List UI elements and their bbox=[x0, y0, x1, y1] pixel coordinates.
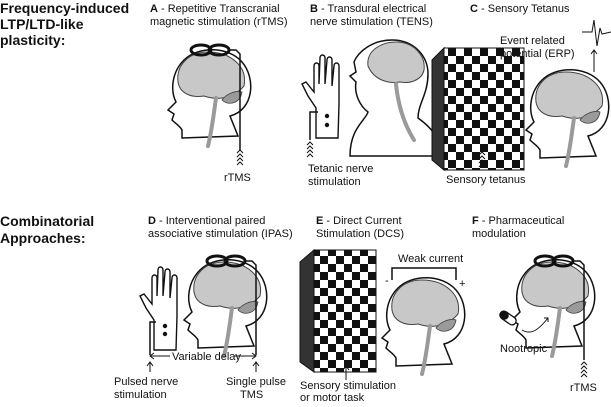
panel-letter: A bbox=[150, 3, 158, 15]
label-line: stimulation bbox=[114, 389, 167, 401]
panel-title-line: - Repetitive Transcranial bbox=[158, 3, 280, 15]
panel-title-line: - Direct Current bbox=[323, 215, 401, 227]
panel-title-line: - Pharmaceutical bbox=[479, 215, 565, 227]
delay-label: Variable delay bbox=[172, 351, 241, 363]
section-title-line: Combinatorial bbox=[0, 213, 94, 229]
head-icon bbox=[524, 67, 611, 168]
pulse-arrows-icon bbox=[236, 149, 244, 166]
head-icon bbox=[182, 257, 269, 358]
erp-label: Event related potential (ERP) bbox=[500, 35, 575, 60]
panel-d: D - Interventional paired associative st… bbox=[114, 215, 293, 401]
coil-cable bbox=[244, 260, 257, 355]
nootropic-label: Nootropic bbox=[500, 343, 548, 355]
panel-title-line: modulation bbox=[472, 228, 526, 240]
panel-b: B - Transdural electrical nerve stimulat… bbox=[301, 3, 443, 188]
electrode-dot bbox=[162, 323, 168, 329]
panel-f: F - Pharmaceutical modulation rTMS Nootr… bbox=[472, 215, 597, 394]
section-title-line: Frequency-induced bbox=[0, 0, 129, 16]
electrode-dot bbox=[162, 331, 168, 337]
brainstem-icon bbox=[394, 82, 416, 142]
panel-a: A - Repetitive Transcranial magnetic sti… bbox=[150, 3, 288, 184]
electrode-wire bbox=[309, 111, 318, 140]
label-line: stimulation bbox=[308, 176, 361, 188]
panel-title-line: nerve stimulation (TENS) bbox=[310, 16, 433, 28]
pulse-arrow bbox=[146, 361, 154, 372]
erp-arrow bbox=[590, 49, 598, 72]
panel-e-title: E - Direct Current Stimulation (DCS) bbox=[316, 215, 405, 240]
section-title-line: Approaches: bbox=[0, 230, 86, 246]
rtms-label: rTMS bbox=[570, 382, 597, 394]
pulse-arrows-icon bbox=[580, 361, 588, 378]
tms-coil-icon bbox=[189, 43, 231, 57]
label-line: Pulsed nerve bbox=[114, 376, 178, 388]
panel-letter: B bbox=[310, 3, 318, 15]
label-line: Single pulse bbox=[226, 376, 286, 388]
delay-arrow bbox=[149, 352, 257, 360]
panel-d-title: D - Interventional paired associative st… bbox=[148, 215, 293, 240]
pill-icon bbox=[499, 310, 517, 326]
weak-current-label: Weak current bbox=[398, 253, 463, 265]
panel-title-line: Stimulation (DCS) bbox=[316, 228, 404, 240]
checkerboard-icon bbox=[443, 47, 525, 171]
electrode-dot bbox=[324, 113, 330, 119]
hand-icon bbox=[301, 54, 340, 139]
erp-waveform bbox=[582, 19, 611, 47]
pulsed-label: Pulsed nerve stimulation bbox=[114, 376, 181, 401]
panel-letter: C bbox=[470, 3, 478, 15]
task-label: Sensory stimulation or motor task bbox=[300, 380, 399, 402]
label-line: potential (ERP) bbox=[500, 48, 575, 60]
panel-letter: E bbox=[316, 215, 323, 227]
coil-cable bbox=[228, 49, 241, 150]
sensory-tetanus-label: Sensory tetanus bbox=[446, 174, 526, 186]
electrode-wire bbox=[149, 321, 156, 355]
nootropic-arrow bbox=[521, 317, 549, 333]
panel-title-line: - Interventional paired bbox=[156, 215, 265, 227]
current-wire bbox=[391, 267, 457, 280]
hand-icon bbox=[139, 266, 178, 351]
panel-e: E - Direct Current Stimulation (DCS) Sen… bbox=[299, 215, 467, 404]
panel-b-title: B - Transdural electrical nerve stimulat… bbox=[310, 3, 433, 28]
panel-a-title: A - Repetitive Transcranial magnetic sti… bbox=[150, 3, 288, 28]
head-icon bbox=[166, 47, 253, 149]
head-icon bbox=[510, 257, 597, 358]
task-arrow bbox=[342, 365, 350, 380]
anode-sign: + bbox=[459, 278, 465, 290]
panel-title-line: associative stimulation (IPAS) bbox=[148, 228, 293, 240]
panel-letter: D bbox=[148, 215, 156, 227]
label-line: Sensory stimulation bbox=[300, 380, 396, 392]
screen-side bbox=[431, 46, 445, 172]
panel-f-title: F - Pharmaceutical modulation bbox=[472, 215, 567, 240]
rtms-label: rTMS bbox=[224, 172, 251, 184]
tetanic-label: Tetanic nerve stimulation bbox=[308, 163, 377, 188]
label-line: Event related bbox=[500, 35, 565, 47]
panel-c-title: C - Sensory Tetanus bbox=[470, 3, 570, 15]
head-icon bbox=[380, 275, 467, 376]
panel-c: C - Sensory Tetanus Sensory tetanus Even… bbox=[431, 3, 611, 186]
section-title-combinatorial: Combinatorial Approaches: bbox=[0, 213, 98, 246]
pulse-arrows-icon bbox=[306, 141, 314, 158]
panel-title-line: - Sensory Tetanus bbox=[478, 3, 570, 15]
label-line: or motor task bbox=[300, 392, 365, 402]
section-title-line: LTP/LTD-like bbox=[0, 16, 84, 32]
pulse-arrow bbox=[252, 361, 260, 372]
panel-title-line: magnetic stimulation (rTMS) bbox=[150, 16, 288, 28]
section-title-line: plasticity: bbox=[0, 32, 65, 48]
coil-cable bbox=[572, 260, 585, 360]
screen-side bbox=[299, 248, 315, 373]
cathode-sign: - bbox=[385, 275, 389, 287]
label-line: TMS bbox=[240, 389, 263, 401]
label-line: Tetanic nerve bbox=[308, 163, 373, 175]
electrode-dot bbox=[324, 122, 330, 128]
checkerboard-icon bbox=[313, 249, 377, 373]
single-pulse-label: Single pulse TMS bbox=[226, 376, 289, 401]
brain-icon bbox=[367, 41, 425, 83]
panel-title-line: - Transdural electrical bbox=[318, 3, 426, 15]
panel-letter: F bbox=[472, 215, 479, 227]
section-title-frequency: Frequency-induced LTP/LTD-like plasticit… bbox=[0, 0, 133, 48]
